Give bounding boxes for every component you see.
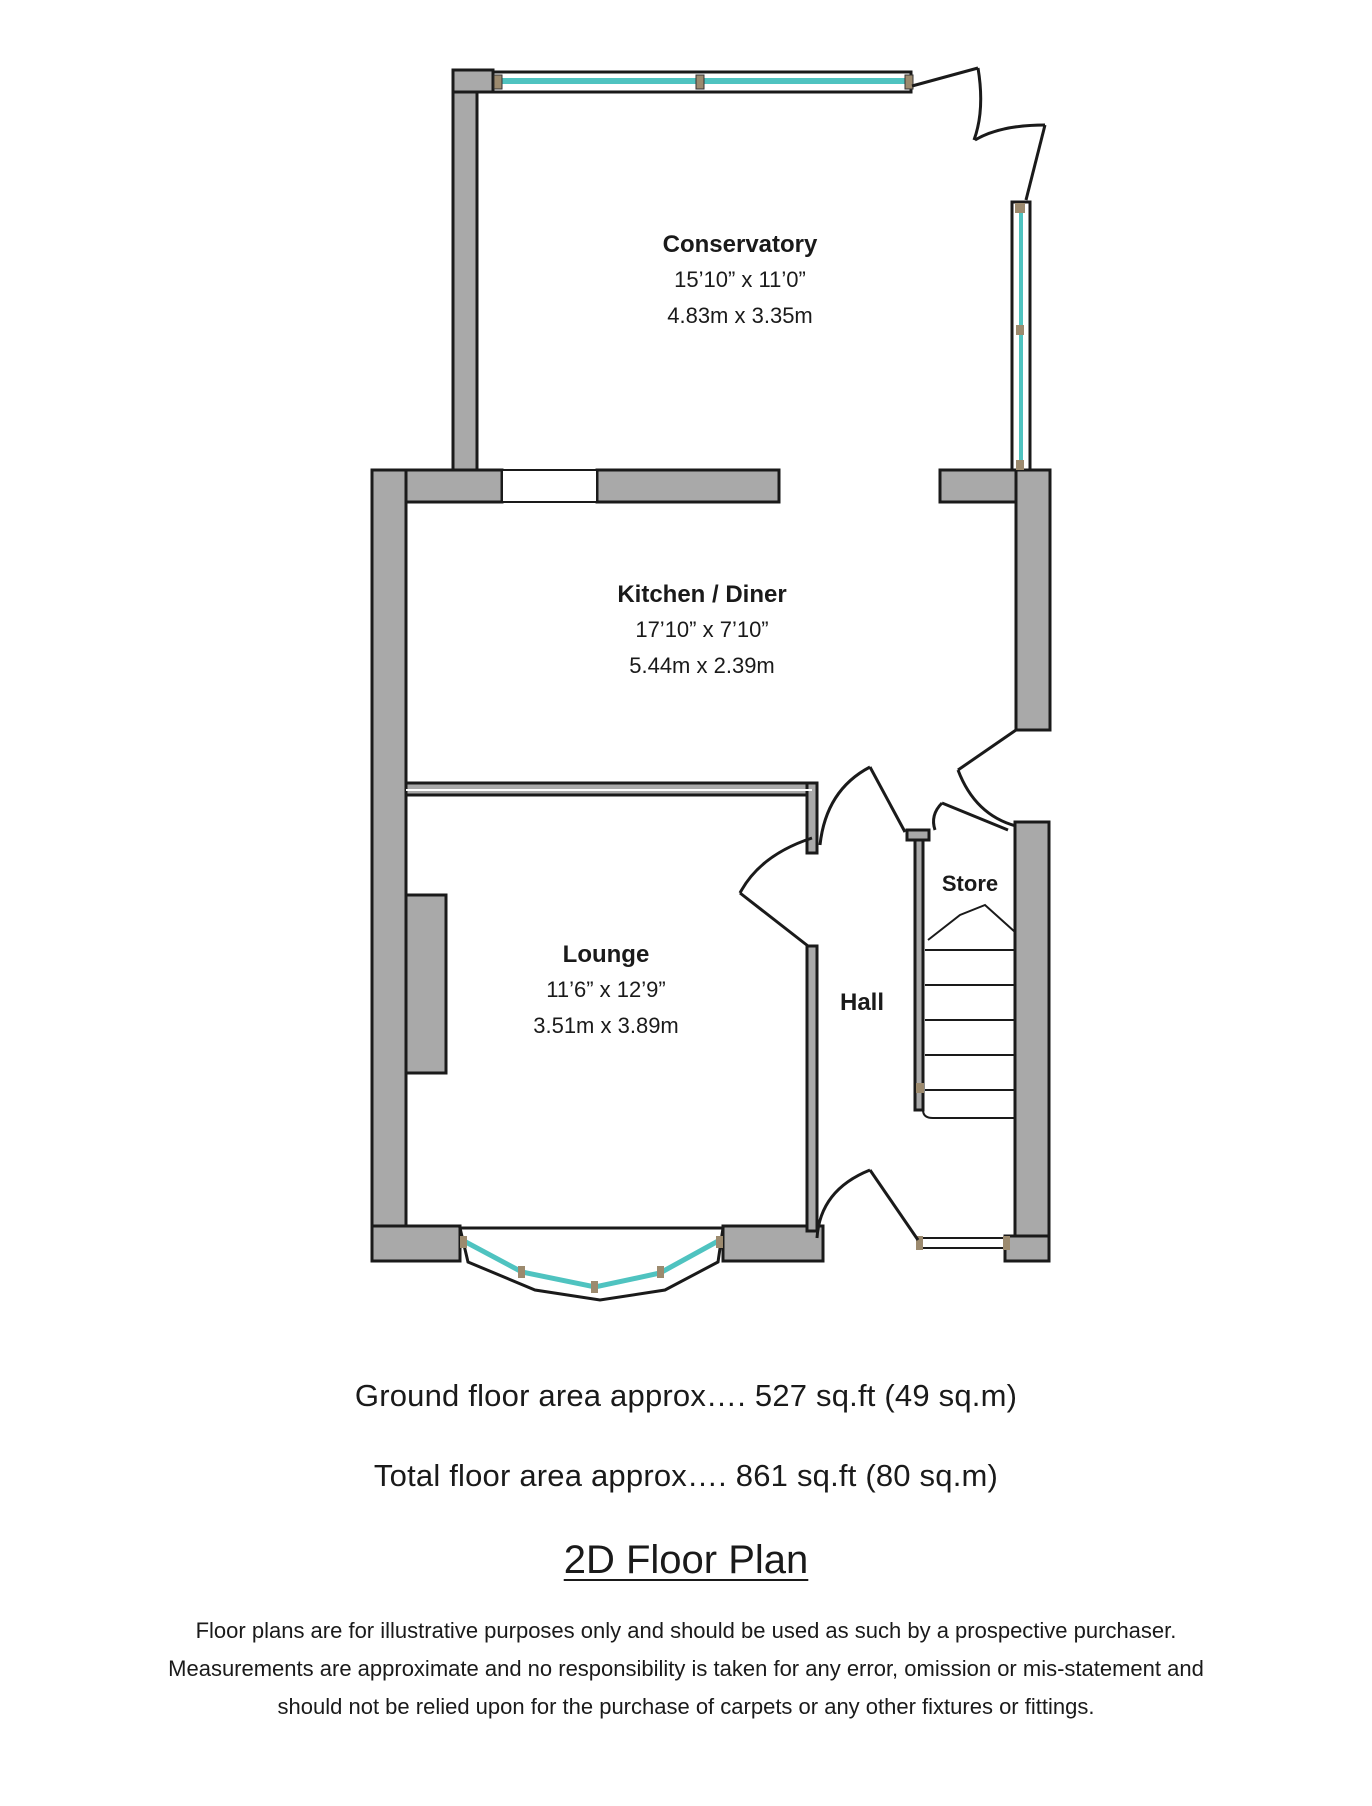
title-text: 2D Floor Plan [563, 1538, 809, 1582]
room-name: Conservatory [662, 231, 818, 258]
conservatory-right-window [1010, 200, 1032, 472]
conservatory-top-corner [451, 68, 495, 94]
disclaimer-line: should not be relied upon for the purcha… [277, 1694, 1095, 1719]
room-name: Kitchen / Diner [617, 581, 787, 608]
kitchen-right-wall [1014, 468, 1052, 732]
disclaimer: Floor plans are for illustrative purpose… [0, 1612, 1372, 1726]
room-label-hall: Hall [840, 986, 884, 1020]
kitchen-hall-door [818, 765, 907, 846]
room-label-lounge: Lounge 11’6” x 12’9” 3.51m x 3.89m [533, 938, 679, 1044]
store-door [932, 801, 1009, 832]
conservatory-french-doors [911, 66, 1047, 201]
room-name: Hall [839, 989, 885, 1016]
hall-bottom-wall-right [1003, 1234, 1051, 1263]
page-title: 2D Floor Plan [0, 1538, 1372, 1583]
front-door [815, 1168, 920, 1241]
ground-floor-area: Ground floor area approx…. 527 sq.ft (49… [354, 1378, 1018, 1413]
room-dimensions-imperial: 15’10” x 11’0” [674, 267, 806, 292]
lounge-door [738, 836, 813, 948]
kitchen-back-door [956, 728, 1017, 828]
room-dimensions-imperial: 11’6” x 12’9” [546, 977, 666, 1002]
lounge-bottom-wall-left [370, 1224, 462, 1263]
room-dimensions-metric: 3.51m x 3.89m [533, 1013, 679, 1038]
room-dimensions-metric: 5.44m x 2.39m [629, 653, 775, 678]
conservatory-left-wall [451, 68, 479, 472]
lounge-right-partition-upper [805, 781, 819, 855]
room-dimensions-metric: 4.83m x 3.35m [667, 303, 813, 328]
disclaimer-line: Floor plans are for illustrative purpose… [195, 1618, 1177, 1643]
disclaimer-line: Measurements are approximate and no resp… [168, 1656, 1204, 1681]
conservatory-top-window [491, 70, 914, 94]
room-label-conservatory: Conservatory 15’10” x 11’0” 4.83m x 3.35… [663, 228, 818, 334]
room-name: Store [941, 871, 999, 896]
kitchen-wall-opening [501, 469, 598, 503]
store-partition-cap [905, 828, 931, 842]
staircase [916, 903, 1016, 1119]
store-partition [913, 828, 925, 1112]
kitchen-top-wall-right [595, 468, 781, 504]
hall-front-window [916, 1236, 1010, 1250]
total-floor-area: Total floor area approx…. 861 sq.ft (80 … [373, 1458, 999, 1493]
room-name: Lounge [562, 941, 650, 968]
room-label-store: Store [942, 867, 998, 901]
outer-left-wall [370, 468, 408, 1263]
chimney-breast [404, 893, 448, 1075]
room-dimensions-imperial: 17’10” x 7’10” [635, 617, 769, 642]
lounge-right-partition-lower [805, 944, 819, 1233]
room-label-kitchen: Kitchen / Diner 17’10” x 7’10” 5.44m x 2… [617, 578, 786, 684]
lounge-bay-window [458, 1226, 725, 1302]
hall-right-wall [1013, 820, 1051, 1261]
